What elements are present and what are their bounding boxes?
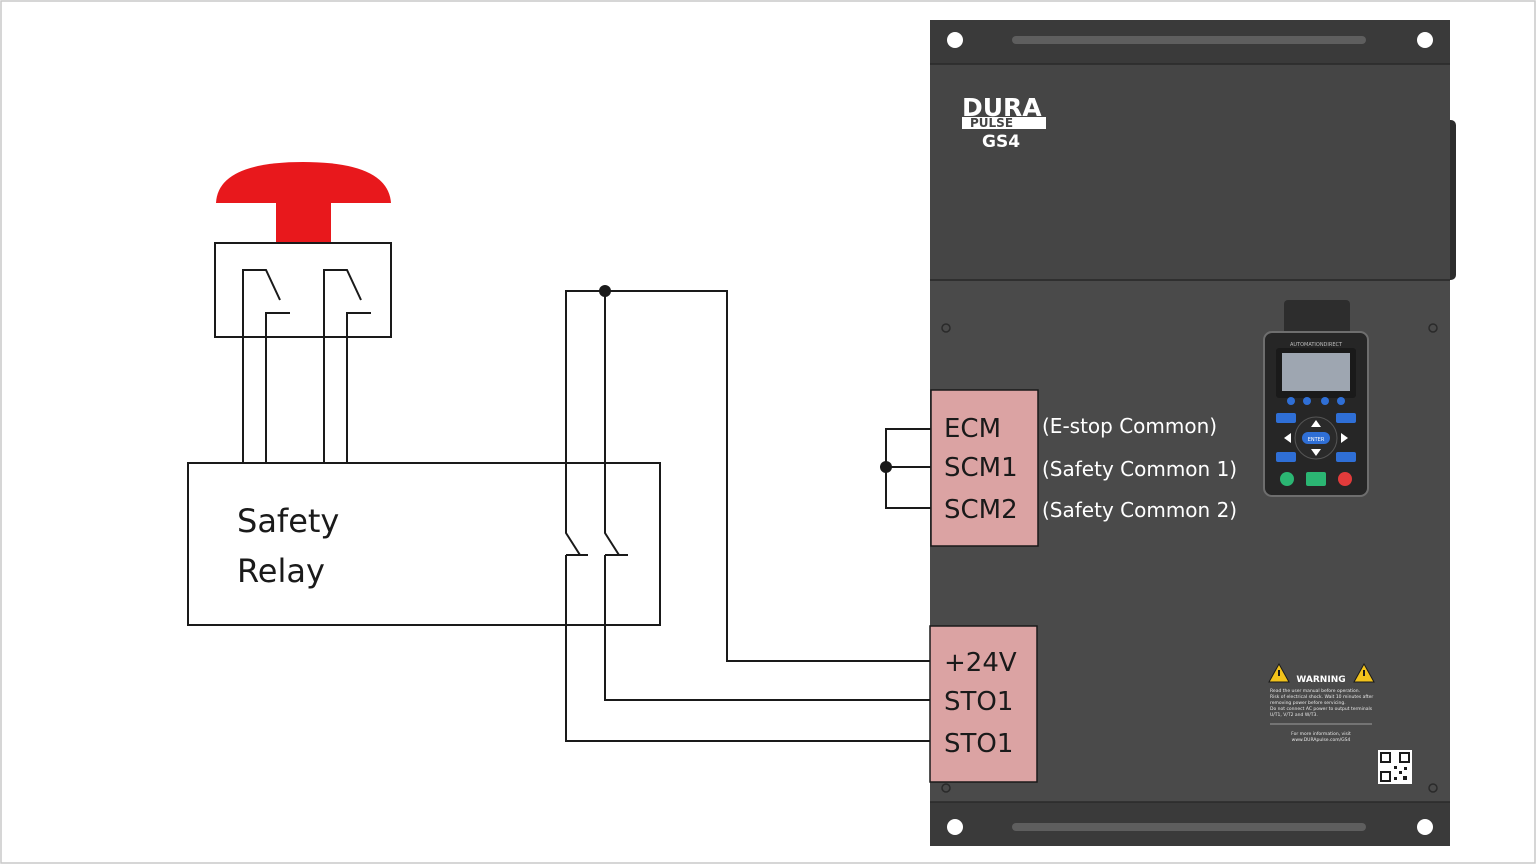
screw-1 (941, 323, 951, 333)
mount-hole-br (1417, 819, 1433, 835)
safety-relay-label-2: Relay (237, 552, 325, 590)
wire-sto-a (604, 291, 930, 701)
keypad-key-f4 (1337, 397, 1345, 405)
safety-relay-box (187, 462, 661, 626)
estop-stem (276, 200, 331, 243)
junction-dot-top (599, 285, 611, 297)
terminal-sto1-b: STO1 (944, 729, 1013, 759)
safety-relay: Safety Relay (187, 462, 661, 626)
wire-24v (605, 290, 930, 662)
keypad-key-left-lower (1276, 452, 1296, 462)
mount-hole-tl (947, 32, 963, 48)
terminal-box-common (930, 389, 1039, 547)
terminal-block-common: ECM SCM1 SCM2 (E-stop Common) (Safety Co… (930, 389, 1237, 547)
logo-bar (962, 117, 1046, 129)
logo-gs4: GS4 (982, 132, 1020, 152)
logo-pulse: PULSE (970, 116, 1013, 130)
junction-dot-common (880, 461, 892, 473)
warning-label: WARNING Read the user manual before oper… (1268, 662, 1375, 743)
keypad-brand: AUTOMATIONDIRECT (1290, 342, 1343, 348)
relay-output-wiring (565, 290, 930, 742)
mount-hole-tr (1417, 32, 1433, 48)
terminal-scm1: SCM1 (944, 453, 1018, 483)
terminal-scm2: SCM2 (944, 495, 1018, 525)
screw-4 (1428, 783, 1438, 793)
drive-keypad: AUTOMATIONDIRECT ENTER (1263, 300, 1369, 497)
qr-module-4 (1403, 776, 1407, 780)
keypad-key-run (1280, 472, 1294, 486)
terminal-ecm: ECM (944, 414, 1001, 444)
keypad-key-menu (1336, 413, 1356, 423)
qr-module-5 (1394, 777, 1397, 780)
common-jumper (885, 428, 931, 509)
terminal-box-sto (929, 625, 1038, 783)
qr-finder-tr (1399, 752, 1410, 763)
warning-mark-right (1363, 670, 1365, 676)
keypad-arrow-right (1341, 433, 1348, 443)
wire-loop-left (565, 290, 930, 742)
qr-finder-bl (1380, 771, 1391, 782)
drive-bottom-slot (1012, 823, 1366, 831)
keypad-key-f2 (1303, 397, 1311, 405)
keypad-lcd (1282, 353, 1350, 391)
keypad-key-esc (1276, 413, 1296, 423)
warning-line-1: Read the user manual before operation. (1270, 688, 1360, 694)
estop-contact-1 (242, 269, 290, 463)
keypad-key-f3 (1321, 397, 1329, 405)
warning-more-1: For more information, visit (1291, 731, 1351, 737)
qr-code-icon (1378, 750, 1412, 784)
warning-mark-left (1278, 670, 1280, 676)
mount-hole-bl (947, 819, 963, 835)
qr-module-2 (1399, 771, 1402, 774)
terminal-scm2-desc: (Safety Common 2) (1042, 498, 1237, 522)
warning-line-2: Risk of electrical shock. Wait 10 minute… (1270, 694, 1373, 700)
keypad-key-stop (1338, 472, 1352, 486)
terminal-ecm-desc: (E-stop Common) (1042, 414, 1217, 438)
terminal-24v: +24V (944, 648, 1017, 678)
keypad-arrow-down (1311, 449, 1321, 456)
warning-line-3: removing power before servicing. (1270, 700, 1346, 706)
durapulse-logo: DURA PULSE GS4 (962, 93, 1046, 152)
qr-module-1 (1394, 766, 1397, 769)
qr-finder-tl (1380, 752, 1391, 763)
qr-module-3 (1404, 767, 1407, 770)
keypad-key-fwd-rev (1306, 472, 1326, 486)
terminal-block-sto: +24V STO1 STO1 (929, 625, 1038, 783)
drive-top-slot (1012, 36, 1366, 44)
safety-relay-label-1: Safety (237, 502, 339, 540)
warning-line-4: Do not connect AC power to output termin… (1270, 706, 1373, 712)
keypad-key-f1 (1287, 397, 1295, 405)
keypad-latch (1284, 300, 1350, 336)
keypad-arrow-up (1311, 420, 1321, 427)
estop-contact-block (214, 242, 392, 338)
keypad-enter-label: ENTER (1308, 437, 1325, 443)
estop-mushroom-head (216, 162, 391, 203)
warning-title: WARNING (1296, 675, 1345, 685)
keypad-key-right-lower (1336, 452, 1356, 462)
warning-more-2: www.DURApulse.com/GS4 (1292, 737, 1351, 743)
estop-contact-2 (323, 269, 371, 463)
estop-pushbutton (214, 162, 392, 463)
screw-2 (1428, 323, 1438, 333)
screw-3 (941, 783, 951, 793)
keypad-key-enter (1302, 432, 1330, 444)
terminal-sto1-a: STO1 (944, 687, 1013, 717)
keypad-arrow-left (1284, 433, 1291, 443)
jumper-wire (885, 428, 931, 509)
warning-line-5: U/T1, V/T2 and W/T3. (1270, 712, 1318, 718)
terminal-scm1-desc: (Safety Common 1) (1042, 457, 1237, 481)
